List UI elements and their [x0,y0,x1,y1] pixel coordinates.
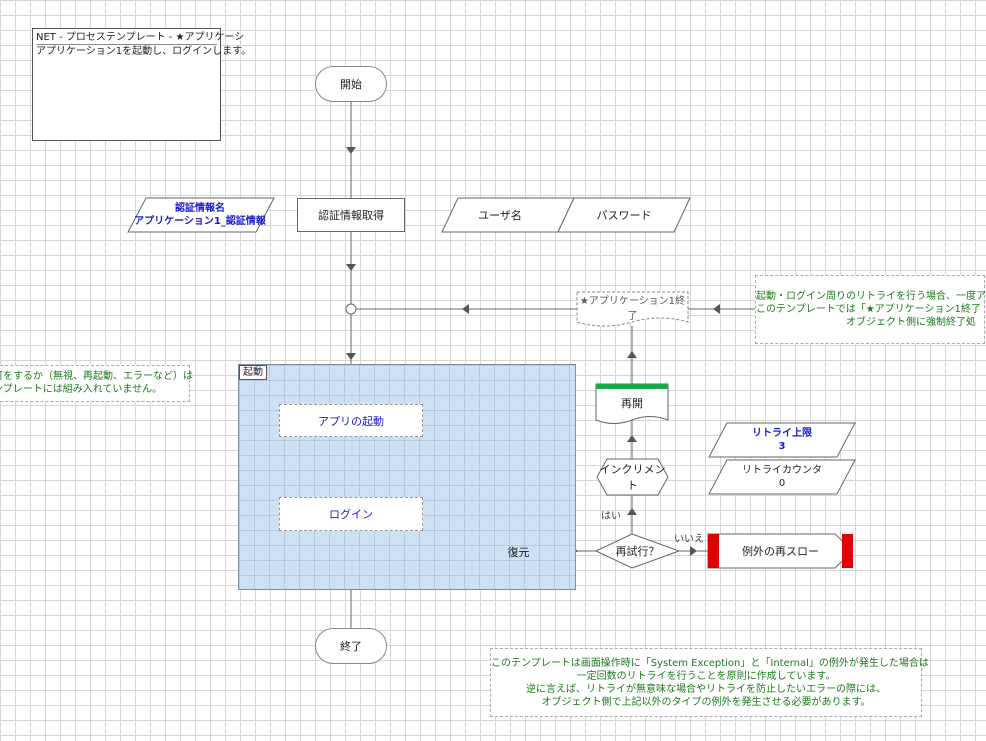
retry-limit-data-item[interactable]: リトライ上限 3 [715,423,849,457]
bottom-note-line2: 一定回数のリトライを行うことを原則に作成しています。 [576,671,836,682]
credential-name-value: アプリケーション1_認証情報 [134,216,266,227]
retry-note-right-line1: 起動・ログイン周りのリトライを行う場合、一度ア [756,291,986,302]
launch-block[interactable]: 起動 [238,364,576,590]
password-label: パスワード [596,209,652,222]
get-credentials-action[interactable]: 認証情報取得 [297,198,405,232]
end-node[interactable]: 終了 [315,628,387,664]
launch-app-subpage[interactable]: アプリの起動 [279,404,423,437]
app-end-subprocess[interactable]: ★アプリケーション1終了 [577,294,688,322]
retry-decision-label: 再試行？ [615,545,660,558]
description-body: アプリケーション1を起動し、ログインします。 [36,46,252,57]
get-credentials-label: 認証情報取得 [318,209,384,222]
start-label: 開始 [340,78,362,91]
end-label: 終了 [340,640,362,653]
retry-counter-data-item[interactable]: リトライカウンタ 0 [715,460,849,494]
retry-decision[interactable]: 再試行？ [596,538,679,564]
retry-note-right: 起動・ログイン周りのリトライを行う場合、一度ア このテンプレートでは「★アプリケ… [755,275,986,344]
process-description-box: NET - プロセステンプレート - ★アプリケーシ アプリケーション1を起動し… [32,28,252,141]
launch-app-label: アプリの起動 [318,414,384,428]
retry-policy-note-bottom: このテンプレートは画面操作時に「System Exception」と「Inter… [490,648,929,717]
edge-label-yes: はい [601,511,621,522]
username-label: ユーザ名 [478,209,522,222]
password-data-item[interactable]: パスワード [566,198,682,232]
retry-counter-value: 0 [778,478,786,489]
start-node[interactable]: 開始 [315,66,387,102]
app-end-label: ★アプリケーション1終了 [579,296,686,322]
bottom-note-line1: このテンプレートは画面操作時に「System Exception」と「Inter… [491,658,929,669]
credential-name-data-item[interactable]: 認証情報名 アプリケーション1_認証情報 [130,199,270,231]
retry-note-right-line3: オブジェクト側に強制終了処 [846,317,976,328]
login-label: ログイン [329,508,373,521]
retry-counter-label: リトライカウンタ [742,465,822,476]
left-note-line2: ンプレートには組み入れていません。 [0,384,163,395]
edge-label-no: いいえ [674,534,704,545]
recover-stage[interactable]: 復元 [484,540,553,564]
rethrow-exception[interactable]: 例外の再スロー [719,534,842,568]
launch-block-label: 起動 [239,365,267,380]
increment-calculation[interactable]: インクリメント [597,459,668,495]
retry-note-right-line2: このテンプレートでは「★アプリケーション1終了 [756,304,981,315]
retry-limit-value: 3 [778,441,786,452]
recover-label: 復元 [507,546,530,559]
bottom-note-line4: オブジェクト側で上記以外のタイプの例外を発生させる必要があります。 [541,697,871,708]
resume-stage[interactable]: 再開 [596,390,668,416]
rethrow-label: 例外の再スロー [742,545,819,558]
bottom-note-line3: 逆に言えば、リトライが無意味な場合やリトライを防止したいエラーの際には、 [526,684,886,695]
username-data-item[interactable]: ユーザ名 [450,198,550,232]
login-subpage[interactable]: ログイン [279,497,423,531]
error-handling-note-left: 可をするか（無視、再起動、エラーなど）は ンプレートには組み入れていません。 [0,365,193,402]
left-note-line1: 可をするか（無視、再起動、エラーなど）は [0,371,193,382]
credential-name-label: 認証情報名 [175,203,225,214]
description-title: NET - プロセステンプレート - ★アプリケーシ [36,32,245,45]
retry-limit-label: リトライ上限 [752,428,812,439]
increment-label: インクリメント [599,463,666,492]
flow-connectors [127,102,856,628]
resume-label: 再開 [621,397,643,410]
